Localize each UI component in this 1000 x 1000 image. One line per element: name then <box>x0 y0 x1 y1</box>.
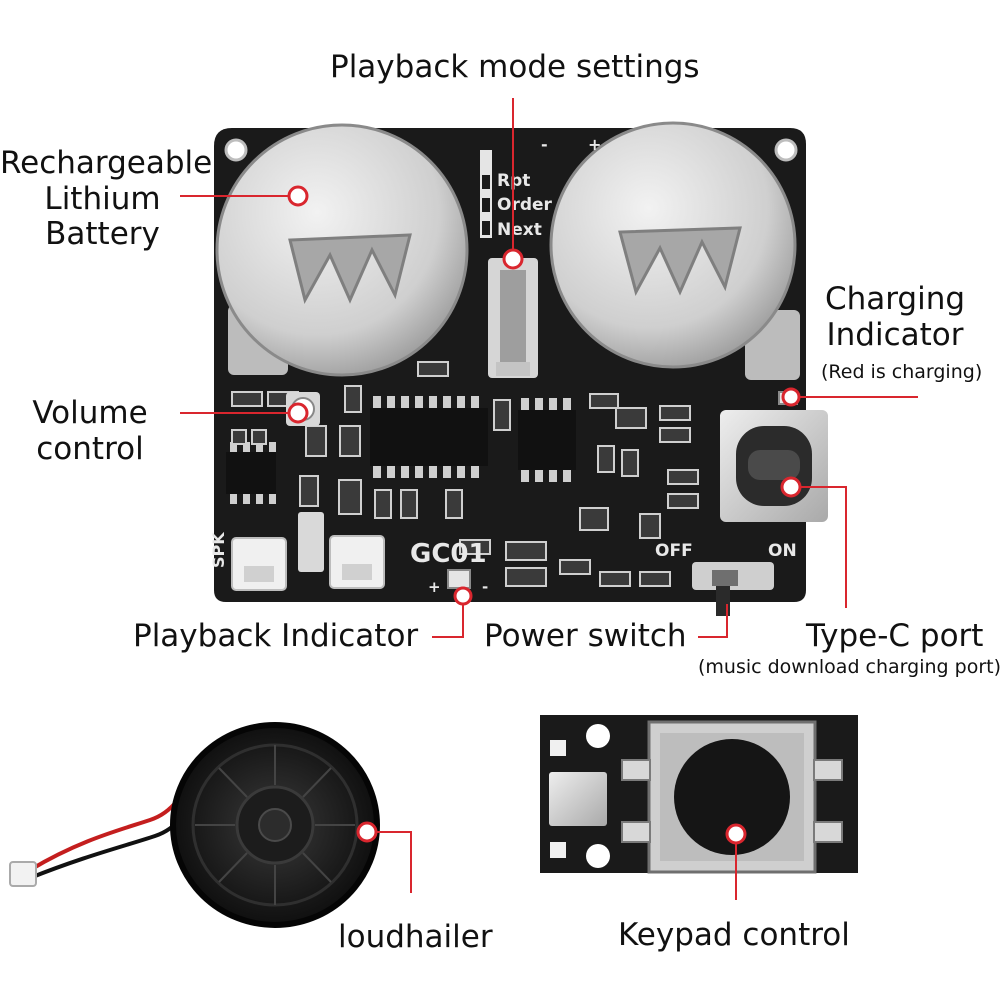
label-playback-indicator: Playback Indicator <box>133 618 419 654</box>
ic-chips <box>226 396 576 504</box>
speaker <box>9 722 380 928</box>
playback-led <box>447 569 471 589</box>
callout-line-power <box>698 604 728 638</box>
marker-charging <box>781 387 801 407</box>
speaker-connectors <box>231 535 385 591</box>
label-type-c: Type-C port <box>806 618 984 654</box>
led-plus-label: + <box>428 578 441 596</box>
mode-next-label: Next <box>497 220 542 240</box>
battery-right <box>549 121 800 380</box>
label-battery: Rechargeable Lithium Battery <box>0 145 213 253</box>
label-volume: Volume control <box>32 395 148 467</box>
label-keypad: Keypad control <box>618 917 850 953</box>
keypad-board <box>540 715 858 874</box>
on-label: ON <box>768 541 797 561</box>
led-minus-label: - <box>482 578 488 596</box>
smd-components <box>231 361 699 587</box>
marker-typec <box>780 476 802 498</box>
callout-line-speaker <box>377 831 412 893</box>
inductor <box>298 512 324 572</box>
power-switch-body <box>692 562 774 616</box>
label-loudhailer: loudhailer <box>338 919 493 955</box>
mode-switch: Rpt Order Next - + <box>480 135 601 378</box>
marker-mode <box>502 248 524 270</box>
callout-line-playback <box>432 604 464 638</box>
battery-minus-label: - <box>541 135 548 154</box>
battery-plus-label: + <box>588 135 601 154</box>
marker-playback <box>453 586 473 606</box>
label-type-c-note: (music download charging port) <box>698 656 1000 678</box>
mount-hole-left <box>224 138 248 162</box>
callout-line-typec <box>799 486 847 608</box>
model-label: GC01 <box>410 539 487 569</box>
label-power-switch: Power switch <box>484 618 687 654</box>
label-charging-indicator: Charging Indicator <box>824 281 966 353</box>
mode-order-label: Order <box>497 195 553 215</box>
callouts <box>180 98 918 900</box>
off-label: OFF <box>655 541 693 561</box>
spk-label: SPK <box>209 532 228 568</box>
marker-keypad <box>725 823 747 845</box>
marker-speaker <box>356 821 378 843</box>
label-playback-mode: Playback mode settings <box>330 49 700 85</box>
usb-c-connector <box>720 410 828 522</box>
marker-volume <box>287 402 309 424</box>
mount-hole-right <box>774 138 798 162</box>
battery-left <box>215 123 469 377</box>
marker-battery <box>287 185 309 207</box>
callout-markers <box>287 185 802 845</box>
label-charging-note: (Red is charging) <box>821 361 983 383</box>
